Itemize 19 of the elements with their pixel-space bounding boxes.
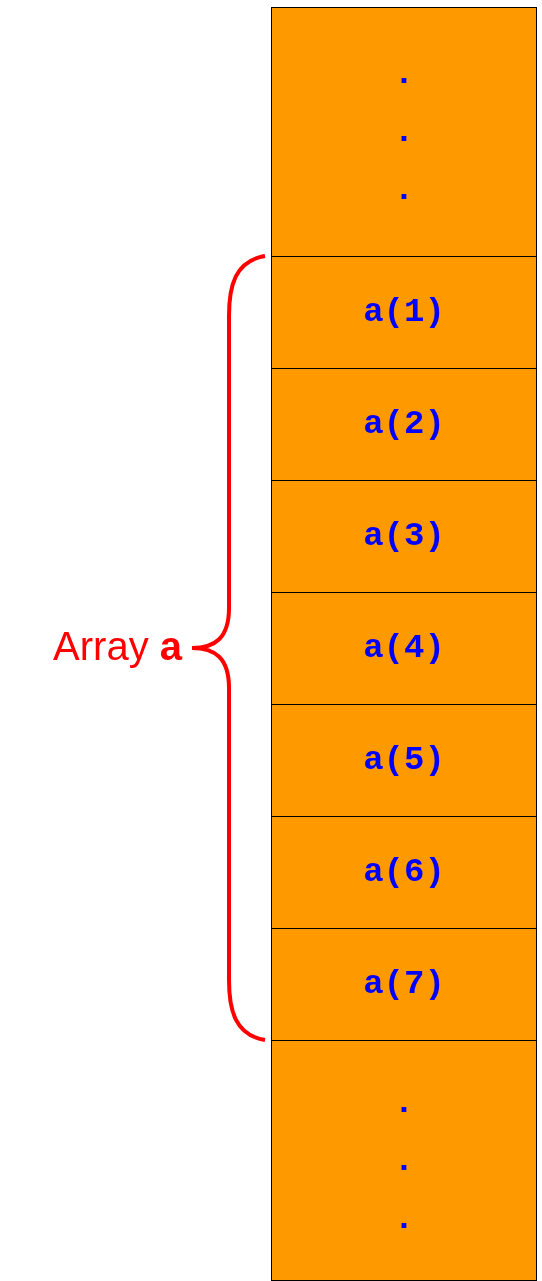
array-element-label: a(6) (363, 852, 445, 893)
memory-cell (271, 256, 537, 369)
memory-cell (271, 592, 537, 705)
array-element-label: a(7) (363, 964, 445, 1005)
array-element-label: a(1) (363, 292, 445, 333)
memory-cell (271, 928, 537, 1041)
memory-cell (271, 368, 537, 481)
memory-cell-continuation (271, 7, 537, 257)
array-element-label: a(2) (363, 404, 445, 445)
array-element-label: a(3) (363, 516, 445, 557)
ellipsis-dots: . . . (393, 1082, 415, 1240)
array-element-label: a(5) (363, 740, 445, 781)
memory-cell (271, 816, 537, 929)
array-name-label: Array a (53, 626, 182, 666)
memory-cell (271, 480, 537, 593)
memory-cell (271, 704, 537, 817)
array-element-label: a(4) (363, 628, 445, 669)
memory-cell-continuation (271, 1040, 537, 1281)
ellipsis-dots: . . . (393, 54, 415, 211)
